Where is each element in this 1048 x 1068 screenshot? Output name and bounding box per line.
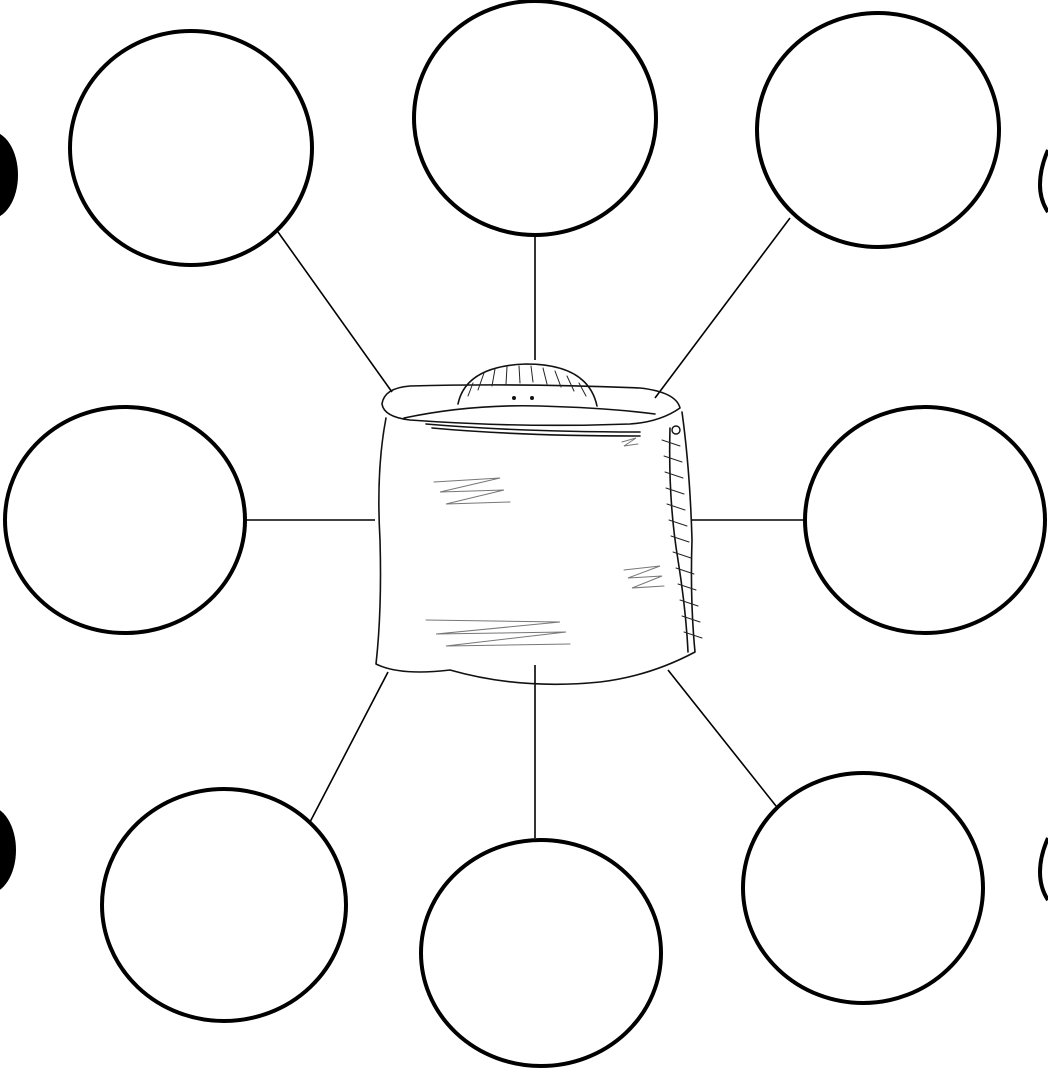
left-edge-blob-bottom (0, 810, 16, 890)
right-eye (530, 396, 534, 400)
seam-stitches (661, 439, 703, 639)
texture-scribble-bottom (425, 619, 571, 647)
connector-lines (246, 217, 806, 838)
seam-knot (671, 425, 681, 435)
texture-scribble-left (433, 477, 511, 505)
connector-top-left (277, 231, 393, 393)
right-edge-arc-top (1037, 149, 1048, 214)
outer-bubbles (3, 0, 1047, 1068)
bubble-middle-left[interactable] (3, 405, 247, 635)
texture-scribble-top-right (621, 437, 639, 447)
bubble-top-right[interactable] (755, 11, 1001, 249)
connector-bottom-right (667, 669, 777, 807)
sack-body (375, 411, 696, 686)
right-edge-arc-bottom (1037, 837, 1048, 902)
bubble-top-left[interactable] (68, 29, 314, 267)
sack-stitching (661, 425, 703, 653)
bubble-top-center[interactable] (412, 0, 658, 237)
connector-top-right (654, 217, 791, 399)
child-in-sack-icon (375, 363, 703, 686)
bubble-middle-right[interactable] (803, 405, 1047, 635)
hair-strands (467, 365, 587, 397)
seam-line (668, 427, 689, 653)
left-eye (512, 396, 516, 400)
left-edge-blob-top (0, 133, 18, 217)
sack-rim (381, 384, 681, 427)
head-outline (457, 363, 598, 407)
bubble-bottom-right[interactable] (741, 771, 985, 1005)
sack-fold-lines (425, 423, 641, 437)
child-head (457, 363, 598, 407)
sack-fold-top (403, 404, 656, 419)
bubble-bottom-left[interactable] (100, 787, 348, 1023)
connector-bottom-left (309, 671, 389, 823)
texture-scribble-right (623, 565, 665, 589)
bubble-bottom-center[interactable] (419, 838, 663, 1068)
